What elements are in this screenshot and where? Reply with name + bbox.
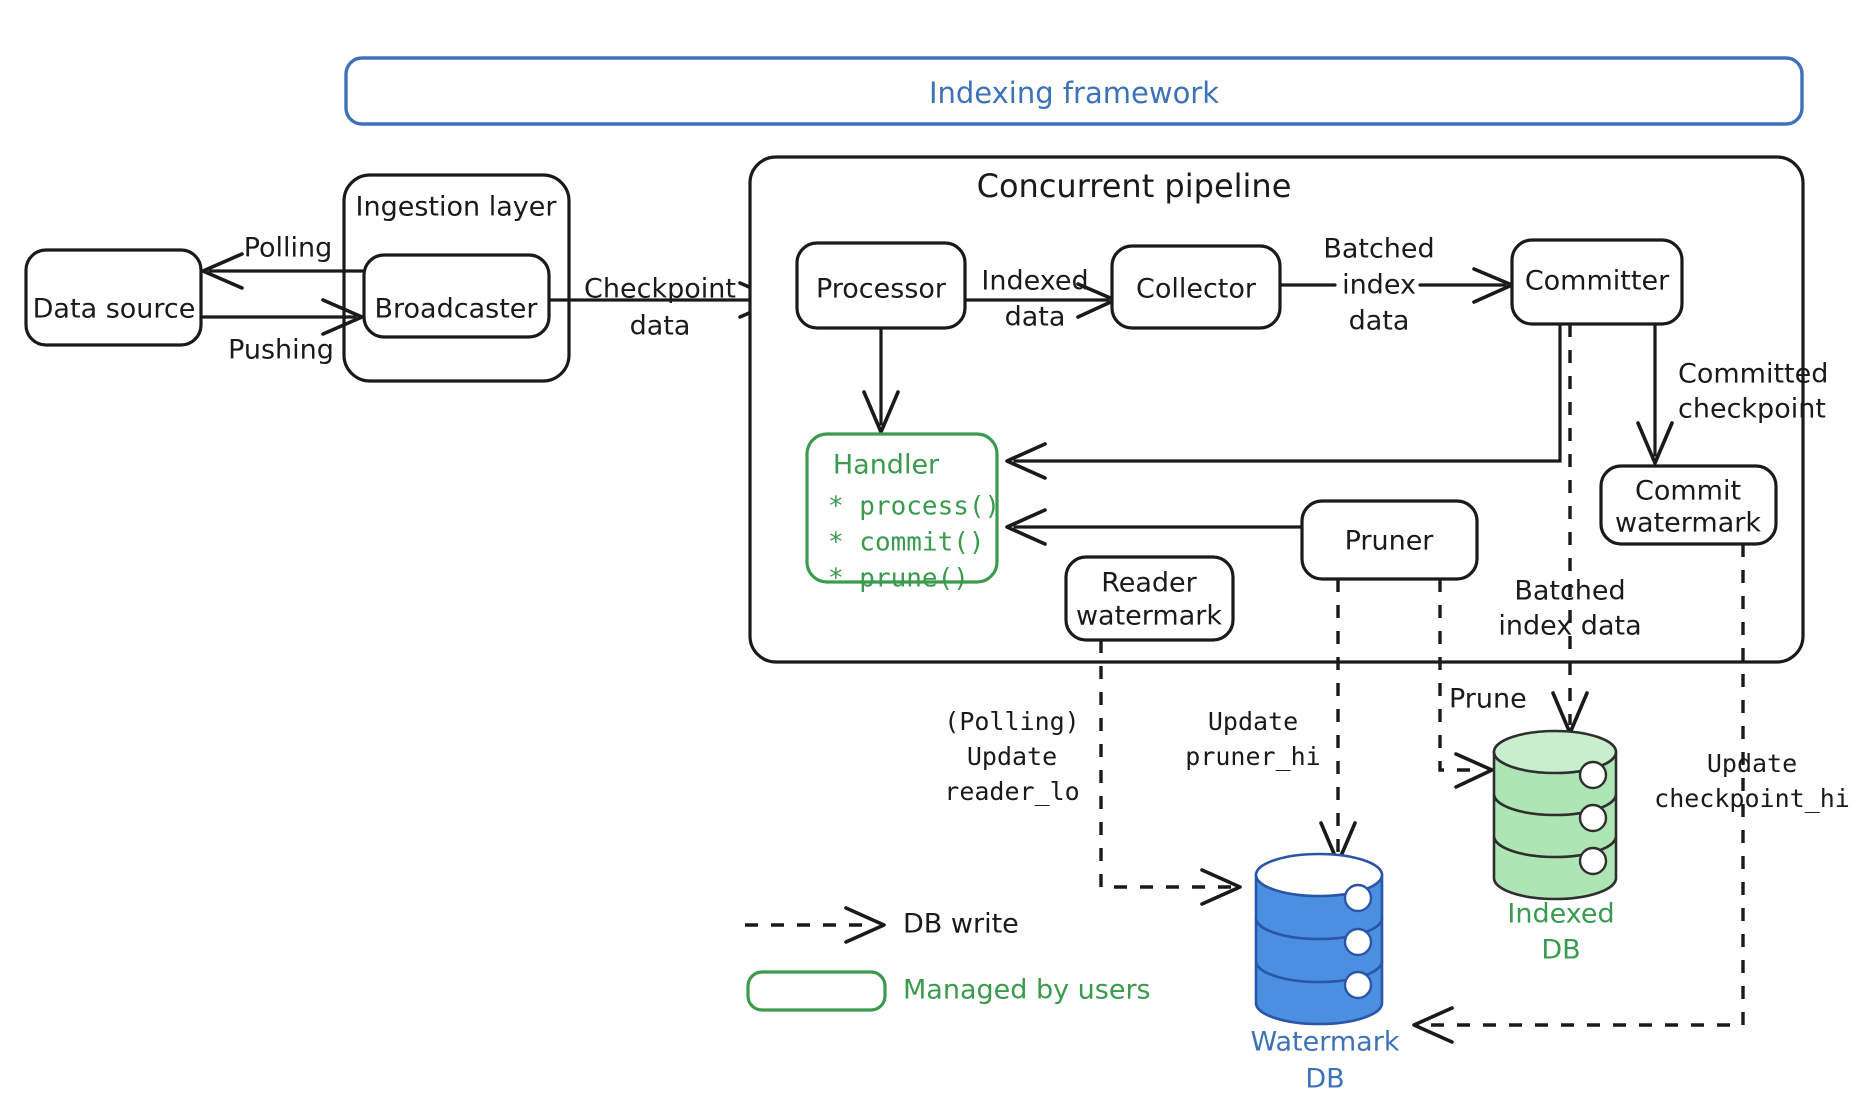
concurrent-pipeline-label: Concurrent pipeline	[977, 167, 1292, 205]
watermark-db-cylinder	[1254, 852, 1384, 1026]
collector-node	[1110, 244, 1282, 330]
batched-index-data-label-2: index	[1342, 270, 1416, 301]
committer-handler-arrowhead	[1005, 442, 1047, 480]
commit-watermark-db-edge	[1425, 544, 1745, 1027]
indexing-framework-banner	[344, 56, 1804, 126]
commit-watermark-node	[1599, 464, 1778, 546]
commit-watermark-label-2: watermark	[1615, 508, 1761, 539]
update-checkpoint-hi-label-2: checkpoint_hi	[1654, 784, 1850, 813]
batched-index-data-2-label-2: index data	[1498, 611, 1641, 642]
pruner-indexed-db-edge	[1438, 579, 1480, 772]
indexed-db-label-1: Indexed	[1507, 899, 1614, 930]
broadcaster-label: Broadcaster	[375, 294, 539, 325]
batched-index-data-2-label-1: Batched	[1514, 576, 1625, 607]
pruner-indexed-db-arrowhead	[1454, 752, 1494, 789]
update-checkpoint-hi-label-1: Update	[1707, 749, 1797, 778]
data-source-node	[24, 248, 203, 347]
pushing-label: Pushing	[228, 335, 334, 366]
batched-index-data-label-3: data	[1349, 306, 1410, 337]
indexed-db-label-2: DB	[1541, 935, 1580, 966]
update-pruner-hi-label-2: pruner_hi	[1185, 742, 1320, 771]
checkpoint-data-label-2: data	[630, 311, 691, 342]
update-reader-lo-label-1: Update	[967, 742, 1057, 771]
handler-method-commit: * commit()	[828, 528, 985, 558]
commit-watermark-label-1: Commit	[1635, 476, 1741, 507]
reader-watermark-label-2: watermark	[1076, 601, 1222, 632]
legend-managed-swatch	[746, 970, 887, 1012]
ingestion-layer-label: Ingestion layer	[356, 192, 558, 223]
pruner-label: Pruner	[1345, 526, 1435, 557]
committed-checkpoint-label-2: checkpoint	[1678, 394, 1826, 425]
handler-method-process: * process()	[828, 492, 1000, 522]
broadcaster-node	[362, 253, 551, 339]
polling-label: Polling	[244, 233, 333, 264]
processor-handler-arrowhead	[862, 390, 900, 434]
legend-db-write-label: DB write	[903, 909, 1019, 940]
pushing-arrowhead	[321, 298, 364, 336]
indexed-db-cylinder	[1492, 729, 1618, 901]
update-pruner-hi-label-1: Update	[1208, 707, 1298, 736]
commit-watermark-db-arrowhead	[1412, 1006, 1454, 1044]
processor-label: Processor	[816, 274, 947, 305]
polling-paren-label: (Polling)	[944, 707, 1079, 736]
checkpoint-data-label-1: Checkpoint	[584, 274, 736, 305]
watermark-db-label-1: Watermark	[1251, 1027, 1400, 1058]
committed-checkpoint-label-1: Committed	[1678, 359, 1828, 390]
legend-managed-label: Managed by users	[903, 975, 1151, 1006]
polling-arrowhead	[201, 252, 244, 290]
pruner-node	[1300, 499, 1479, 581]
update-reader-lo-label-2: reader_lo	[944, 777, 1079, 806]
data-source-label: Data source	[33, 294, 196, 325]
committer-handler-edge	[1013, 322, 1562, 463]
indexed-data-label-2: data	[1005, 302, 1066, 333]
legend-db-write-arrowhead	[844, 906, 886, 944]
handler-method-prune: * prune()	[828, 564, 969, 594]
pruner-handler-arrowhead	[1005, 508, 1047, 546]
indexing-framework-label: Indexing framework	[929, 76, 1219, 110]
reader-watermark-node	[1064, 555, 1235, 642]
watermark-db-label-2: DB	[1305, 1064, 1344, 1095]
indexed-data-label-1: Indexed	[981, 266, 1088, 297]
batched-index-data-label-1: Batched	[1323, 234, 1434, 265]
reader-watermark-db-edge	[1099, 640, 1231, 889]
collector-label: Collector	[1136, 274, 1257, 305]
committed-checkpoint-arrowhead	[1636, 421, 1674, 465]
committer-node	[1510, 238, 1684, 326]
prune-label: Prune	[1449, 684, 1527, 715]
committer-label: Committer	[1525, 266, 1670, 297]
reader-watermark-label-1: Reader	[1101, 568, 1197, 599]
reader-watermark-db-arrowhead	[1200, 868, 1242, 906]
handler-title: Handler	[833, 450, 940, 481]
handler-node	[805, 432, 999, 584]
